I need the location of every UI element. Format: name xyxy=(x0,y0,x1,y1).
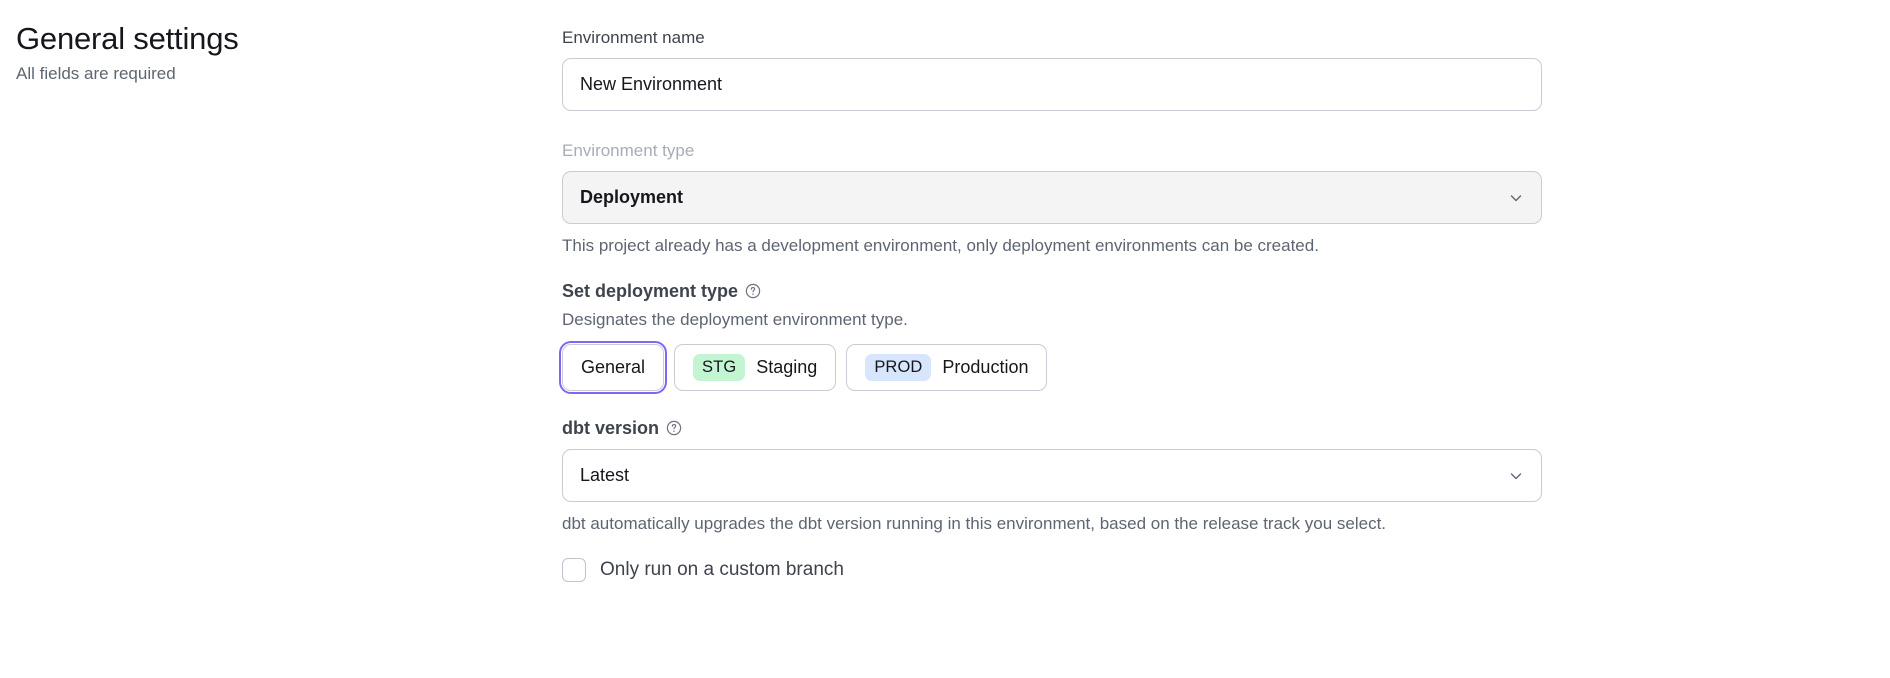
environment-type-select[interactable]: Deployment xyxy=(562,171,1542,224)
environment-type-value: Deployment xyxy=(580,187,684,207)
deployment-type-heading-text: Set deployment type xyxy=(562,281,739,301)
staging-badge: STG xyxy=(693,354,746,381)
dbt-version-hint: dbt automatically upgrades the dbt versi… xyxy=(562,514,1387,533)
field-dbt-version: dbt version Latest dbt automatica xyxy=(562,415,1544,536)
production-badge: PROD xyxy=(865,354,932,381)
environment-type-label: Environment type xyxy=(562,141,695,160)
page-subtitle: All fields are required xyxy=(16,64,176,83)
custom-branch-label[interactable]: Only run on a custom branch xyxy=(600,559,844,580)
deployment-type-options: General STG Staging PROD Production xyxy=(558,340,1544,395)
deployment-type-heading: Set deployment type xyxy=(562,278,1544,304)
page-header: General settings All fields are required xyxy=(16,18,516,86)
page-title: General settings xyxy=(16,21,239,56)
dbt-version-heading: dbt version xyxy=(562,415,1544,441)
deployment-type-option-production-label: Production xyxy=(942,357,1029,377)
environment-name-label: Environment name xyxy=(562,28,705,47)
dbt-version-label: dbt version xyxy=(562,418,660,438)
field-custom-branch: Only run on a custom branch xyxy=(562,558,1544,582)
deployment-type-option-staging[interactable]: STG Staging xyxy=(674,344,837,391)
help-circle-icon[interactable] xyxy=(745,283,761,299)
chevron-down-icon xyxy=(1508,190,1524,206)
deployment-type-description: Designates the deployment environment ty… xyxy=(562,310,908,329)
field-environment-name: Environment name New Environment xyxy=(562,26,1544,111)
deployment-type-option-production[interactable]: PROD Production xyxy=(846,344,1048,391)
settings-form: Environment name New Environment Environ… xyxy=(558,26,1544,582)
field-deployment-type: Set deployment type Designates the deplo… xyxy=(558,278,1544,395)
dbt-version-select[interactable]: Latest xyxy=(562,449,1542,502)
help-circle-icon[interactable] xyxy=(666,420,682,436)
dbt-version-value: Latest xyxy=(580,465,630,485)
environment-name-input[interactable]: New Environment xyxy=(562,58,1542,111)
environment-name-value: New Environment xyxy=(580,74,723,94)
deployment-type-option-general-label: General xyxy=(581,357,646,377)
deployment-type-option-general[interactable]: General xyxy=(558,340,668,395)
environment-type-hint: This project already has a development e… xyxy=(562,236,1319,255)
chevron-down-icon xyxy=(1508,468,1524,484)
custom-branch-checkbox[interactable] xyxy=(562,558,586,582)
deployment-type-option-staging-label: Staging xyxy=(756,357,818,377)
field-environment-type: Environment type Deployment This project… xyxy=(562,139,1544,258)
